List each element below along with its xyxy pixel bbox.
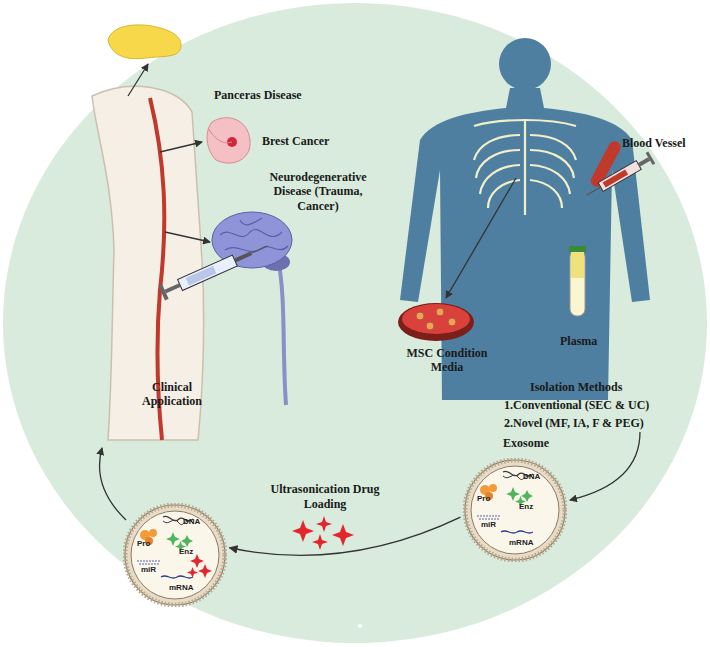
exosome-node: DNA ProEnz miR mRNA <box>123 503 227 607</box>
annotation-label: Plasma <box>560 334 597 348</box>
content-label: miR <box>141 565 156 574</box>
annotation-label: Panceras Disease <box>214 88 302 102</box>
content-label: Pro <box>477 494 490 503</box>
annotation-label: Brest Cancer <box>262 134 329 148</box>
content-label: miR <box>481 520 496 529</box>
content-label: Pro <box>137 539 150 548</box>
annotation-label: Blood Vessel <box>622 136 686 150</box>
edge-label: Ultrasonication Drug Loading <box>260 482 390 511</box>
content-label: Enz <box>179 547 193 556</box>
node-heading: Exosome <box>503 436 549 451</box>
annotation-label: Clinical Application <box>132 380 212 409</box>
flow-arrow <box>230 517 461 555</box>
exosome-node: ExosomeDNAProEnzmiRmRNA <box>463 458 567 562</box>
annotation-label: 2.Novel (MF, IA, F & PEG) <box>504 416 644 430</box>
annotation-label: Neurodegenerative Disease (Trauma, Cance… <box>258 170 378 213</box>
content-label: mRNA <box>509 538 533 547</box>
content-label: DNA <box>523 472 540 481</box>
annotation-label: MSC Condition Media <box>402 346 492 375</box>
content-label: mRNA <box>169 583 193 592</box>
content-label: Enz <box>519 502 533 511</box>
content-label: DNA <box>183 517 200 526</box>
annotation-label: Isolation Methods <box>530 380 622 394</box>
annotation-label: 1.Conventional (SEC & UC) <box>504 398 649 412</box>
